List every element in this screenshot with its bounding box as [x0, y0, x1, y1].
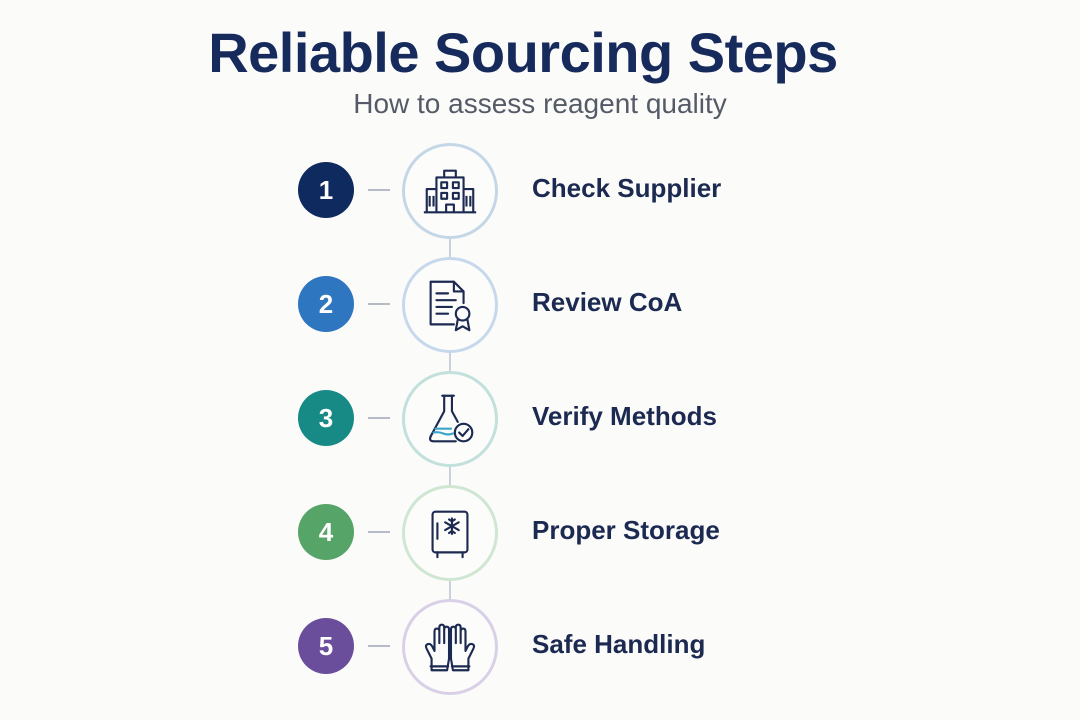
step-label: Review CoA: [532, 287, 683, 317]
step-number-badge: 1: [298, 162, 354, 218]
step-proper-storage: 4 Proper Storage: [0, 482, 1080, 582]
step-dash: [368, 645, 390, 647]
freezer-icon: [402, 485, 498, 581]
step-label: Proper Storage: [532, 515, 720, 545]
page-title: Reliable Sourcing Steps: [208, 21, 838, 84]
step-label: Verify Methods: [532, 401, 717, 431]
building-icon: [402, 143, 498, 239]
step-review-coa: 2 Review CoA: [0, 254, 1080, 354]
certificate-document-icon: [402, 257, 498, 353]
step-dash: [368, 531, 390, 533]
step-dash: [368, 417, 390, 419]
page-subtitle: How to assess reagent quality: [353, 88, 727, 119]
step-label: Safe Handling: [532, 629, 706, 659]
step-dash: [368, 189, 390, 191]
gloves-icon: [402, 599, 498, 695]
flask-check-icon: [402, 371, 498, 467]
step-check-supplier: 1 Check Supplier: [0, 140, 1080, 240]
step-number-badge: 4: [298, 504, 354, 560]
step-number-badge: 2: [298, 276, 354, 332]
step-dash: [368, 303, 390, 305]
step-safe-handling: 5 Safe Handling: [0, 596, 1080, 696]
step-label: Check Supplier: [532, 173, 722, 203]
step-verify-methods: 3 Verify Methods: [0, 368, 1080, 468]
step-number-badge: 5: [298, 618, 354, 674]
step-number-badge: 3: [298, 390, 354, 446]
